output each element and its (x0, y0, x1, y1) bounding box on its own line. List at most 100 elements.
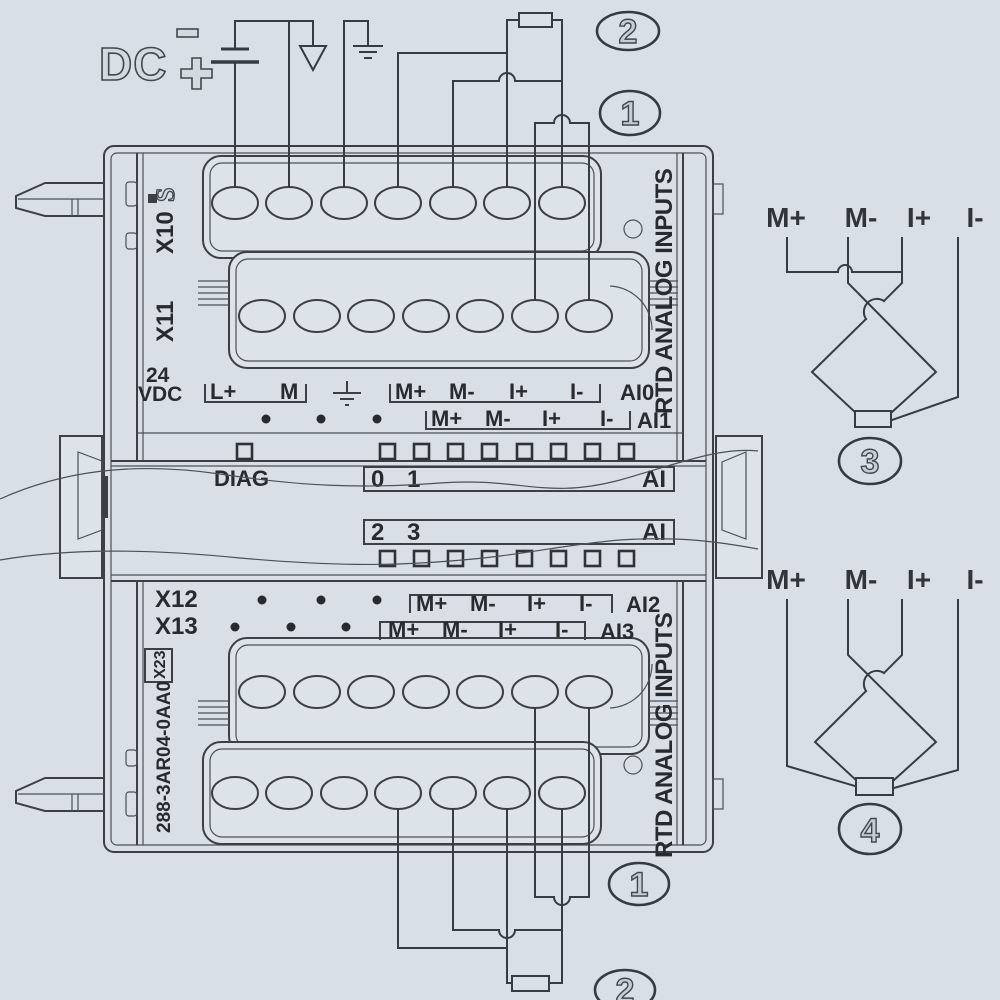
rtd3-iplus-label: I+ (907, 202, 931, 233)
dc-plus-symbol (180, 57, 213, 90)
channel-3-label: 3 (407, 519, 420, 546)
rtd4-mplus-label: M+ (766, 564, 806, 595)
dc-minus-symbol (176, 28, 199, 38)
ai1-label-mplus: M+ (431, 406, 462, 431)
ai2-terminal-bracket (409, 594, 613, 613)
connector-label-x23: X23 (152, 650, 169, 679)
callout-1-top (598, 89, 662, 137)
rtd3-iminus-label: I- (966, 202, 983, 233)
ai2-label-iplus: I+ (527, 591, 546, 616)
module-bottom-side-label: RTD ANALOG INPUTS (651, 612, 678, 858)
ai1-label-iplus: I+ (542, 406, 561, 431)
earth-ground-icon (333, 381, 361, 406)
ai23-label-box (363, 519, 675, 545)
connector-label-x13: X13 (155, 613, 198, 640)
ai1-channel-label: AI1 (637, 408, 671, 433)
channel-0-label: 0 (371, 466, 384, 493)
ai3-label-mminus: M- (442, 617, 468, 642)
ai0-label-iplus: I+ (509, 379, 528, 404)
ai1-label-mminus: M- (485, 406, 511, 431)
ai0-label-mminus: M- (449, 379, 475, 404)
ai01-label-box (363, 466, 675, 492)
ai2-label-iminus: I- (579, 591, 592, 616)
channel-2-label: 2 (371, 519, 384, 546)
svg-text:1: 1 (630, 866, 649, 904)
case-details (198, 219, 678, 775)
ai0-label-mplus: M+ (395, 379, 426, 404)
terminal-block-x13 (202, 741, 602, 845)
rtd-2wire-resistor-bottom (511, 975, 550, 992)
status-band: DIAG 0 1 AI 2 3 AI (214, 442, 675, 568)
connector-label-x11: X11 (152, 301, 179, 342)
logo-square-icon (148, 194, 157, 203)
ai0-label-iminus: I- (570, 379, 583, 404)
rtd4-sensor-element (855, 777, 894, 796)
diag-led (235, 442, 254, 461)
callout-3 (837, 436, 903, 486)
earth-ground-top-icon (353, 45, 383, 59)
terminal-block-x12 (228, 637, 650, 755)
ai1-label-iminus: I- (600, 406, 613, 431)
ai0-terminal-bracket (389, 384, 601, 403)
diag-label: DIAG (214, 466, 269, 491)
din-rail-clips (15, 182, 763, 812)
channel-1-label: 1 (407, 466, 420, 493)
down-arrow-icon (298, 45, 328, 73)
dc-supply-label: DC (99, 38, 167, 90)
svg-text:1: 1 (621, 95, 640, 133)
loopback-jumper-top (534, 114, 590, 301)
ai1-terminal-bracket (425, 411, 631, 430)
ai3-label-mplus: M+ (388, 617, 419, 642)
terminal-label-lplus: L+ (210, 379, 236, 404)
terminal-block-x10 (202, 155, 602, 259)
supply-voltage-unit: VDC (138, 383, 182, 406)
top-wiring: DC 2 1 (98, 10, 662, 301)
module-bottom-labels: X12 X13 M+ M- I+ I- AI2 M+ M- I+ I- AI3 … (144, 586, 678, 858)
ai2-label-mplus: M+ (416, 591, 447, 616)
terminal-block-x11 (228, 251, 650, 369)
svg-text:2: 2 (616, 972, 635, 1000)
ai-group-label-bottom: AI (642, 519, 666, 546)
rtd3-mplus-label: M+ (766, 202, 806, 233)
rtd-3wire-diagram: M+ M- I+ I- 3 (766, 202, 984, 486)
rtd4-iplus-label: I+ (907, 564, 931, 595)
ai0-channel-label: AI0 (620, 380, 654, 405)
x23-connector-box (144, 648, 173, 683)
ai23-leds (378, 549, 636, 568)
din-clip-bottom-left (15, 777, 105, 812)
ai3-label-iplus: I+ (498, 617, 517, 642)
din-clip-top-left (15, 182, 105, 217)
callout-1-bottom (607, 861, 671, 907)
callout-2-top (595, 10, 661, 52)
rail-waves (0, 449, 759, 566)
rtd-2wire-resistor-top (518, 12, 553, 28)
ai3-label-iminus: I- (555, 617, 568, 642)
connector-label-x12: X12 (155, 586, 198, 613)
module-top-labels: S X10 X11 RTD ANALOG INPUTS 24 VDC L+ M … (138, 168, 678, 433)
module-top-side-label: RTD ANALOG INPUTS (651, 168, 678, 414)
callout-4 (837, 802, 903, 856)
ai2-channel-label: AI2 (626, 592, 660, 617)
supply-voltage-label: 24 (146, 364, 170, 387)
order-number-label: 288-3AR04-0AA0 (154, 681, 175, 833)
svg-text:2: 2 (619, 13, 638, 51)
terminal-label-m: M (280, 379, 298, 404)
loopback-jumper-bottom (534, 707, 590, 898)
rtd3-mminus-label: M- (845, 202, 878, 233)
rtd4-mminus-label: M- (845, 564, 878, 595)
power-terminal-bracket (204, 384, 307, 403)
rtd4-iminus-label: I- (966, 564, 983, 595)
ai2-label-mminus: M- (470, 591, 496, 616)
ai3-channel-label: AI3 (600, 619, 634, 644)
rtd3-sensor-element (854, 410, 892, 428)
callout-2-bottom (593, 968, 657, 1000)
rtd-4wire-diagram: M+ M- I+ I- 4 (766, 564, 984, 856)
ai01-leds (378, 442, 636, 461)
svg-text:4: 4 (861, 812, 880, 850)
svg-text:3: 3 (861, 443, 880, 481)
bottom-wiring: 1 2 (397, 707, 671, 1000)
connector-label-x10: X10 (152, 211, 179, 254)
battery-icon (211, 47, 259, 64)
